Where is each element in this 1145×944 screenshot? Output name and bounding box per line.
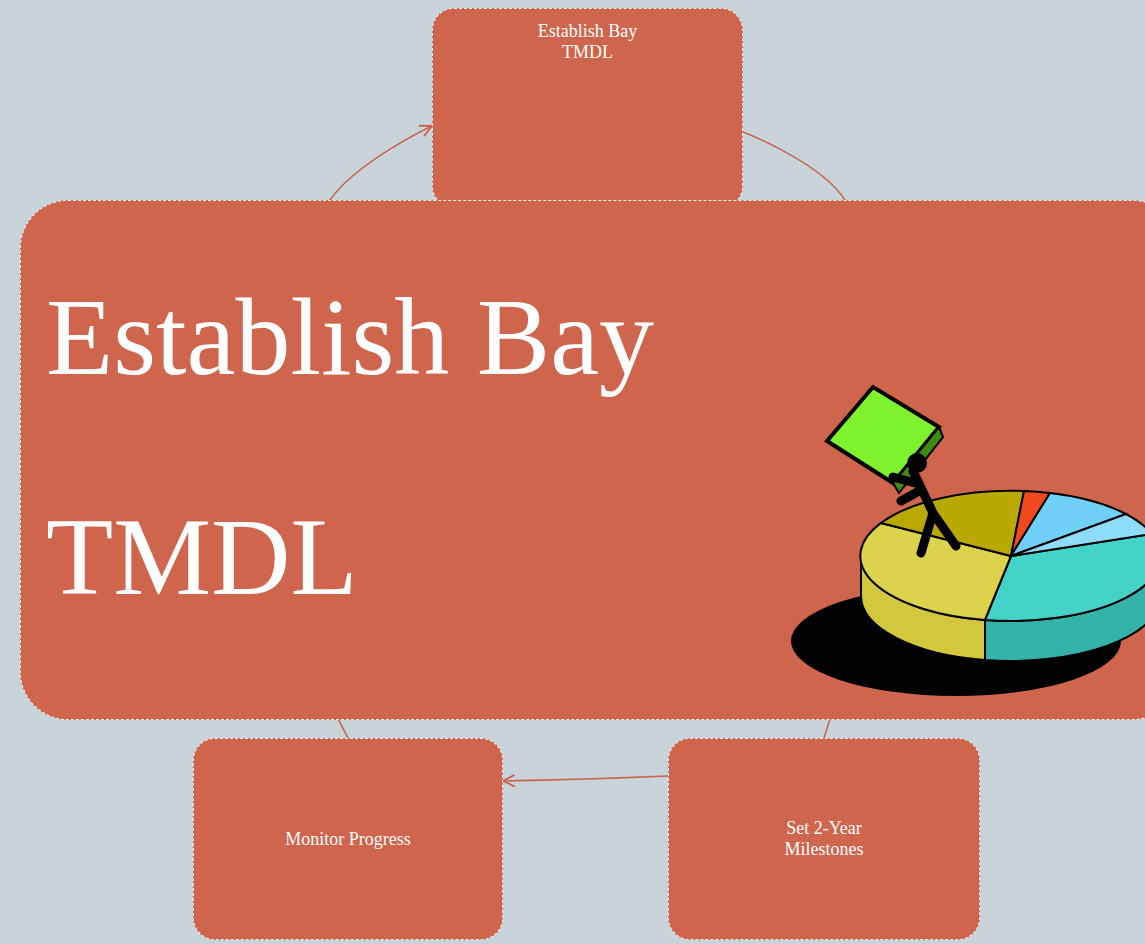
- box-label: Monitor Progress: [285, 829, 411, 850]
- box-label: Set 2-Year Milestones: [749, 818, 899, 859]
- cycle-box: Set 2-Year Milestones: [668, 738, 980, 940]
- cycle-box: Monitor Progress: [193, 738, 503, 940]
- box-label: Establish Bay TMDL: [513, 21, 663, 62]
- cycle-arrow: [503, 776, 668, 781]
- focus-title: Establish Bay TMDL: [46, 227, 806, 667]
- focus-box: Establish Bay TMDL: [20, 200, 1145, 720]
- cycle-box: Establish Bay TMDL: [432, 8, 743, 208]
